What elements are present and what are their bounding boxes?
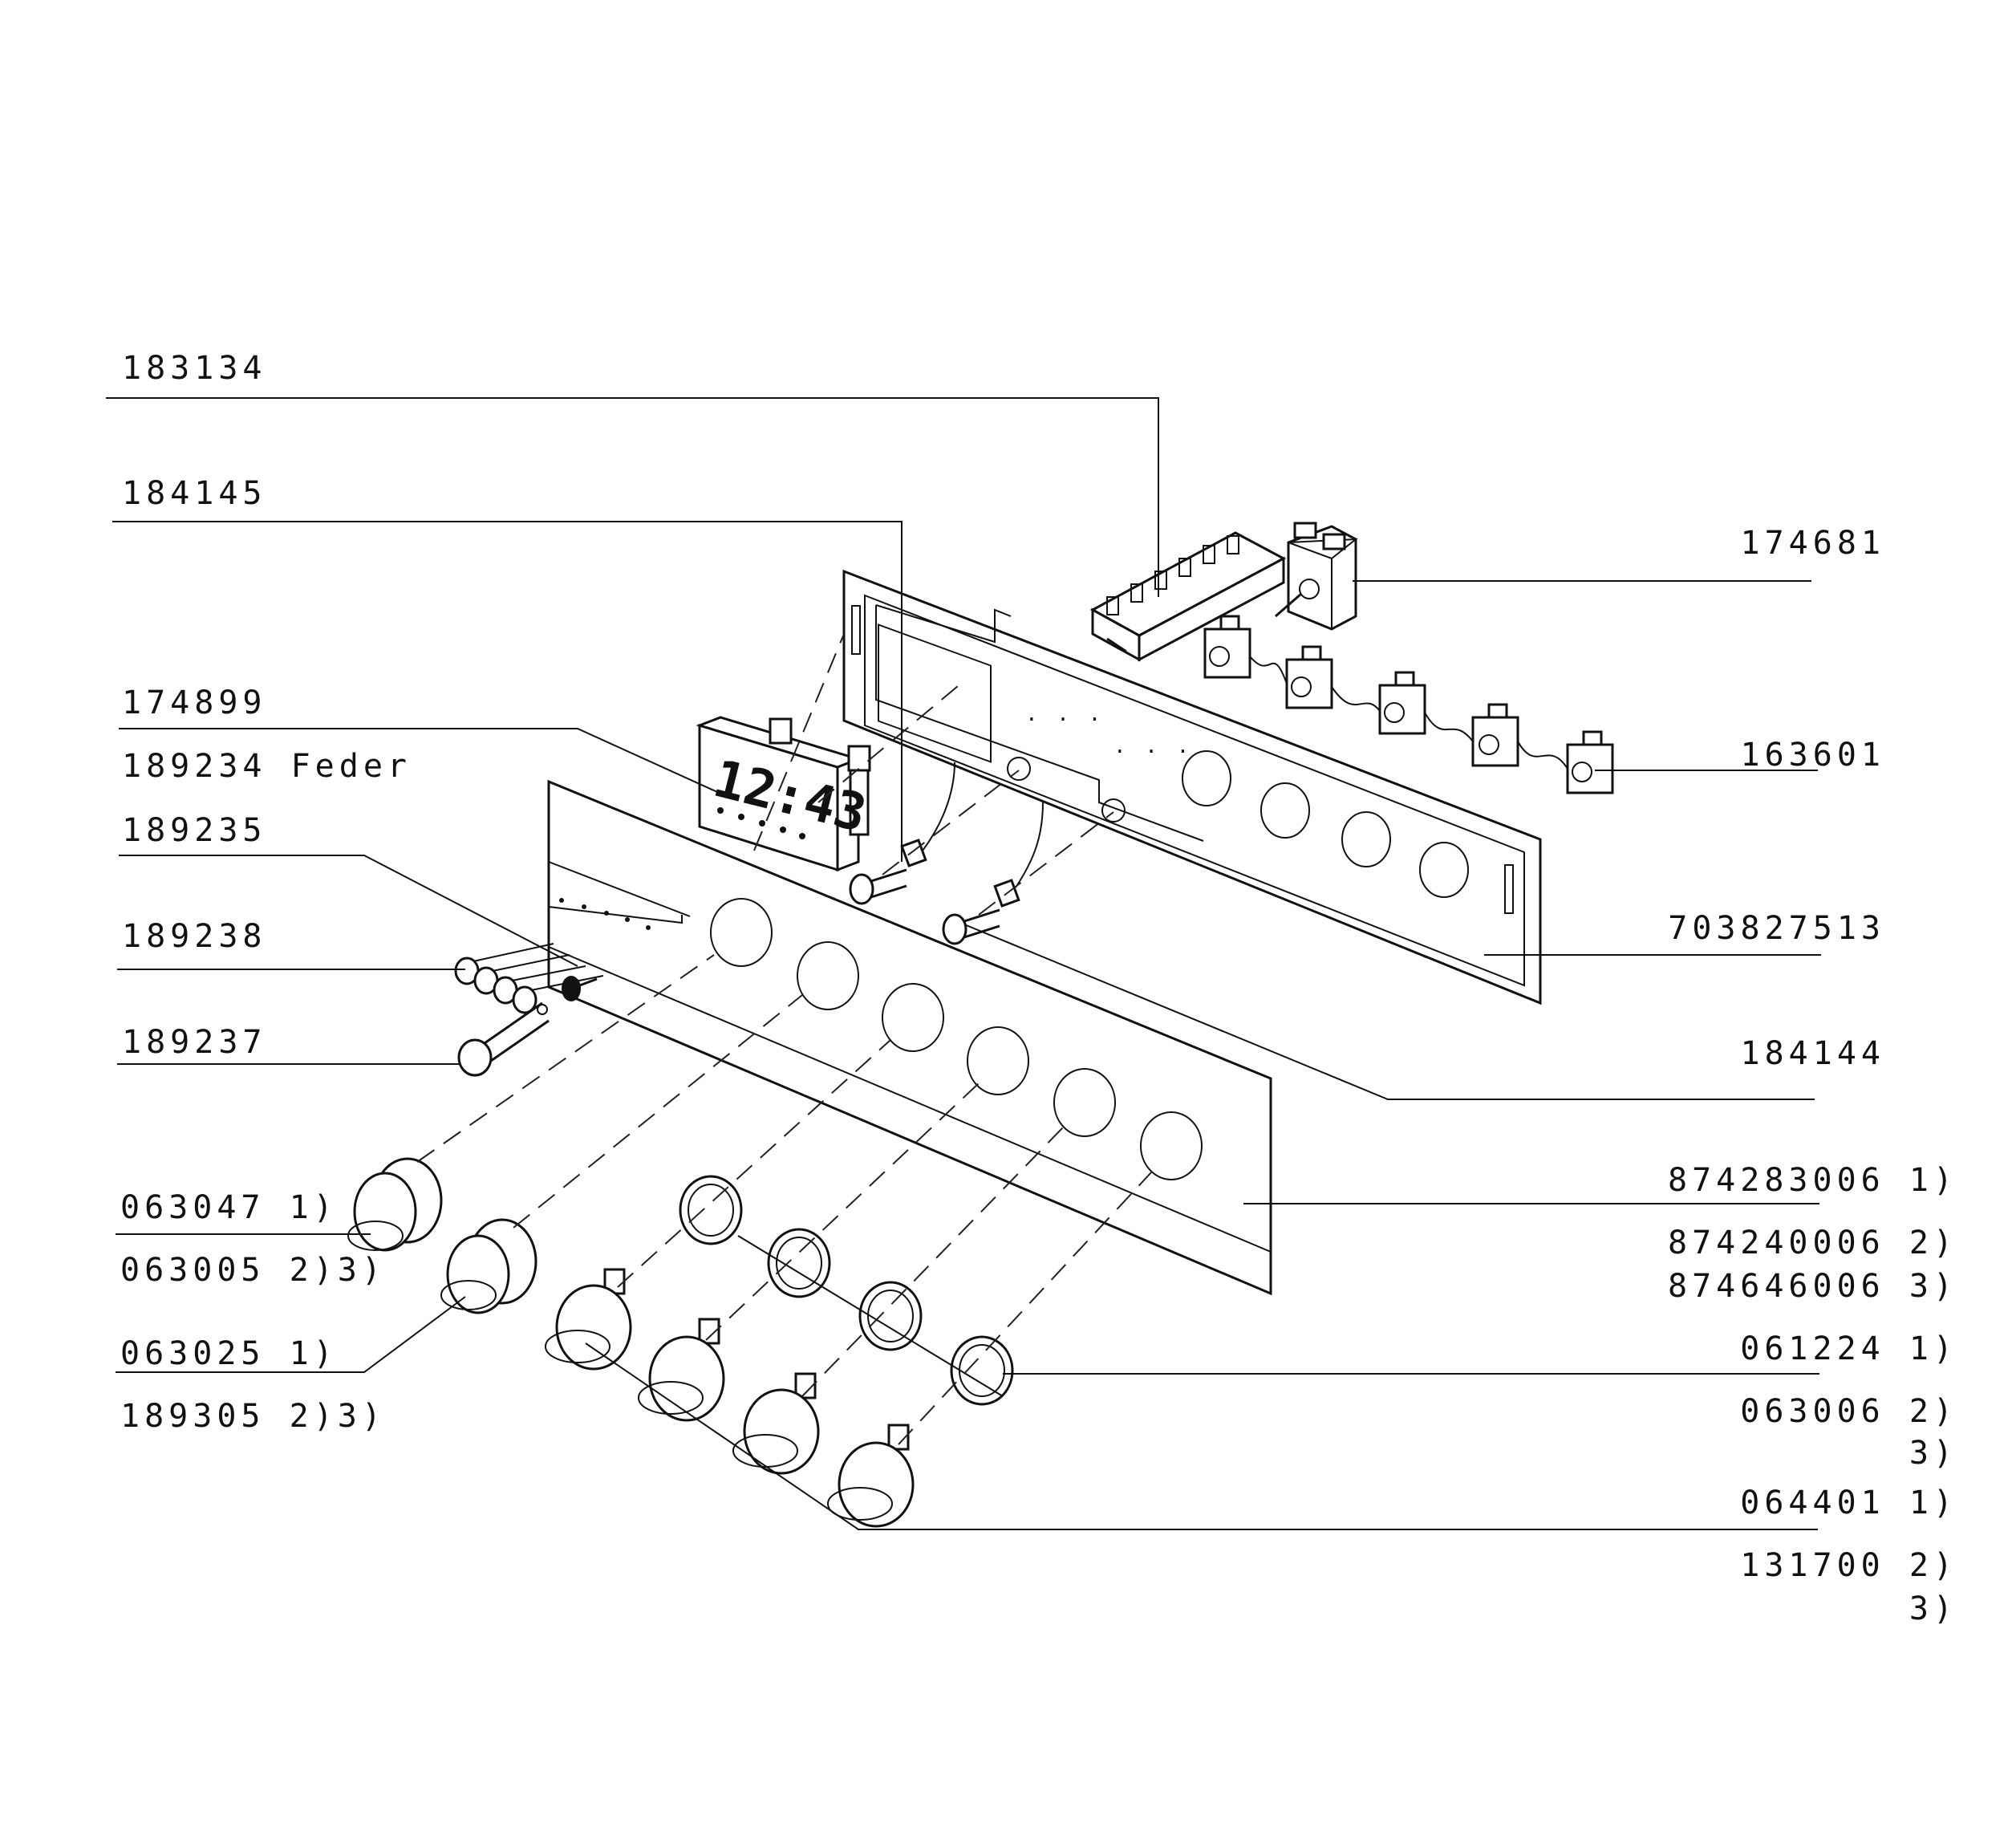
assembly-guide-lines [416, 633, 1153, 1445]
label-189237: 189237 [122, 1024, 267, 1061]
label-131700-note: 3) [1909, 1590, 1957, 1627]
digital-clock-174899: 12:43 [696, 716, 872, 872]
label-874240006: 874240006 2) [1668, 1225, 1957, 1261]
label-874646006: 874646006 3) [1668, 1268, 1957, 1305]
knob-063047 [347, 1157, 443, 1252]
knob-064401-3 [732, 1372, 820, 1475]
label-061224: 061224 1) [1740, 1330, 1957, 1367]
back-panel-lamp-hole-1 [1007, 757, 1031, 781]
label-064401: 064401 1) [1740, 1485, 1957, 1521]
fascia-hole-5 [1053, 1068, 1116, 1137]
push-button-189237 [457, 1001, 550, 1077]
label-174899: 174899 [122, 684, 267, 721]
clock-buttons [717, 807, 805, 839]
label-703827513: 703827513 [1668, 910, 1885, 947]
right-labels: 174681 163601 703827513 184144 874283006… [1668, 525, 1957, 1627]
label-063025: 063025 1) [120, 1335, 338, 1372]
leader-174899 [119, 728, 734, 800]
front-fascia-outline [547, 779, 1272, 1296]
back-panel-slot-left [851, 605, 861, 655]
back-panel-lamp-hole-2 [1101, 798, 1126, 823]
label-874283006: 874283006 1) [1668, 1162, 1957, 1199]
fascia-hole-2 [797, 941, 859, 1010]
leader-184144 [963, 924, 1815, 1100]
svg-text:. . .: . . . [1025, 702, 1104, 726]
front-fascia-knob-holes [710, 898, 1203, 1180]
back-panel-inner [864, 594, 1525, 987]
energy-regulator-4 [1471, 703, 1519, 767]
leader-lines [106, 397, 1821, 1530]
back-panel-cutout [875, 605, 1204, 842]
leader-183134 [106, 397, 1159, 597]
selector-switch-174681 [1275, 522, 1359, 631]
knob-064401-1 [545, 1268, 632, 1371]
label-184144: 184144 [1741, 1035, 1886, 1072]
indicator-lamps [849, 762, 1044, 945]
back-panel-hole-2 [1260, 782, 1310, 839]
label-131700: 131700 2) [1740, 1547, 1957, 1584]
back-panel-hole-1 [1182, 750, 1231, 806]
leader-189235 [119, 855, 578, 967]
label-063047: 063047 1) [120, 1189, 338, 1226]
control-knobs [347, 1157, 915, 1528]
energy-regulator-5 [1566, 730, 1614, 794]
push-buttons-189238 [454, 943, 604, 1014]
label-189235: 189235 [122, 812, 267, 849]
label-189238: 189238 [122, 918, 267, 955]
label-189234-feder: 189234 Feder [122, 748, 412, 785]
svg-text:. . .: . . . [1113, 734, 1192, 758]
leader-063025 [116, 1296, 466, 1373]
fascia-hole-4 [967, 1026, 1029, 1095]
terminal-block-183134 [1089, 531, 1287, 662]
leader-184145 [112, 521, 903, 862]
back-panel-outline [842, 569, 1542, 1005]
front-fascia-indicator-dots [559, 898, 651, 930]
back-panel-hole-3 [1341, 811, 1391, 867]
energy-regulator-2 [1285, 645, 1333, 709]
knob-ring-3 [858, 1281, 923, 1351]
back-panel-hole-4 [1419, 842, 1469, 898]
fascia-hole-6 [1140, 1111, 1203, 1180]
back-control-panel: . . . . . . [842, 569, 1542, 1005]
energy-regulators-163601 [1203, 615, 1614, 794]
fascia-hole-1 [710, 898, 773, 967]
label-184145: 184145 [122, 475, 267, 512]
left-labels: 183134 184145 174899 189234 Feder 189235… [120, 350, 412, 1435]
label-063006: 063006 2) [1740, 1393, 1957, 1430]
indicator-lamp-184144 [942, 802, 1044, 945]
knob-063025 [440, 1218, 537, 1314]
label-063005: 063005 2)3) [120, 1252, 386, 1289]
label-174681: 174681 [1741, 525, 1886, 562]
fascia-hole-3 [882, 983, 944, 1052]
back-panel-cutout-top [875, 604, 1012, 644]
energy-regulator-3 [1378, 671, 1426, 735]
knob-ring-4 [950, 1335, 1014, 1406]
back-panel-display-window [878, 623, 992, 763]
leader-064401 [585, 1342, 1818, 1530]
label-183134: 183134 [122, 350, 267, 387]
label-189305: 189305 2)3) [120, 1398, 386, 1435]
front-fascia-874283006 [547, 779, 1272, 1296]
label-163601: 163601 [1741, 737, 1886, 774]
knob-ring-2 [767, 1228, 831, 1298]
back-panel-holes [1007, 750, 1469, 898]
knob-ring-1 [679, 1175, 743, 1245]
knob-064401-4 [827, 1424, 915, 1528]
label-063006-note: 3) [1909, 1435, 1957, 1472]
knob-rings-061224 [679, 1175, 1014, 1406]
back-panel-slot-right [1504, 864, 1514, 914]
energy-regulator-1 [1203, 615, 1251, 679]
